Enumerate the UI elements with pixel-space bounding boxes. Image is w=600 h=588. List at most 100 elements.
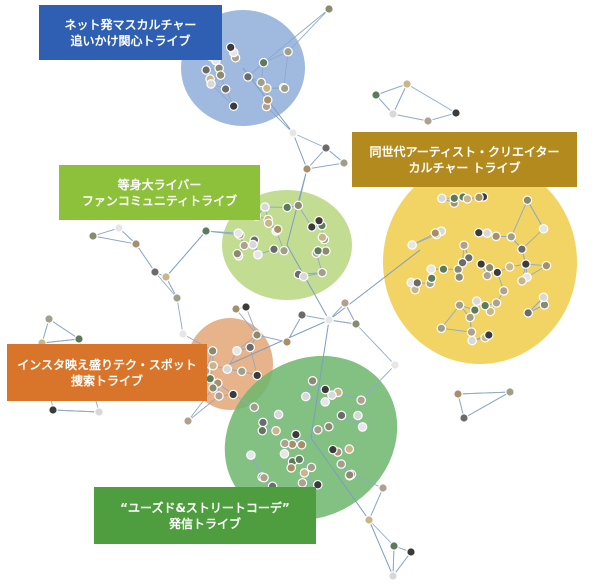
user-node [437, 193, 447, 204]
user-node [94, 407, 104, 417]
tribe-label-line: 発信トライブ [168, 516, 241, 531]
network-edge [406, 83, 457, 114]
user-node [505, 387, 515, 397]
network-edge [351, 473, 384, 489]
user-node [344, 470, 355, 480]
user-node [294, 454, 305, 465]
user-node [344, 444, 355, 454]
user-node [476, 259, 486, 269]
tribe-label-line: ファンコミュニティトライブ [81, 193, 238, 208]
user-node [317, 267, 327, 278]
network-edge [292, 132, 327, 149]
user-node [178, 329, 188, 339]
tribe-label-dousedai: 同世代アーティスト・クリエイター カルチャー トライブ [352, 132, 577, 187]
user-node [225, 42, 236, 53]
user-node [321, 246, 331, 256]
user-node [451, 108, 461, 118]
network-edge [368, 519, 395, 547]
user-node [517, 276, 527, 286]
user-node [296, 439, 307, 450]
user-node [454, 300, 465, 311]
user-node [454, 272, 465, 283]
user-node [300, 391, 311, 402]
user-node [492, 267, 503, 278]
network-edge [392, 83, 408, 115]
user-node [253, 249, 263, 260]
user-node [243, 72, 253, 82]
user-node [466, 327, 477, 337]
network-edge [52, 409, 100, 413]
user-node [280, 438, 290, 449]
network-edge [521, 228, 544, 250]
user-node [279, 449, 290, 459]
user-node [258, 417, 268, 428]
network-edge [154, 271, 178, 299]
user-node [389, 541, 399, 551]
network-edge [457, 391, 511, 395]
user-node [279, 83, 290, 94]
tribe-label-used-street: “ユーズド&ストリートコーデ” 発信トライブ [94, 487, 316, 544]
user-node [313, 246, 323, 256]
user-node [302, 164, 312, 174]
user-node [464, 252, 474, 263]
network-edge [441, 327, 472, 333]
user-node [388, 109, 398, 119]
network-edge [310, 437, 370, 521]
user-node [423, 116, 433, 126]
user-node [321, 143, 331, 153]
tribe-label-line: 捜索トライブ [70, 373, 143, 388]
network-edge [292, 132, 308, 170]
network-edge [210, 83, 234, 107]
user-node [538, 292, 549, 303]
user-node [327, 390, 337, 400]
user-node [260, 202, 270, 212]
user-node [406, 547, 416, 557]
user-node [232, 248, 243, 259]
network-edge [392, 545, 395, 577]
network-edge [249, 347, 258, 376]
network-edge [187, 387, 214, 422]
user-node [207, 346, 218, 356]
user-node [504, 262, 515, 272]
user-node [248, 239, 258, 250]
user-node [457, 257, 468, 268]
user-node [314, 215, 324, 226]
network-edge [368, 487, 384, 521]
user-node [320, 384, 331, 395]
user-node [357, 422, 368, 432]
user-node [388, 571, 398, 581]
user-node [233, 228, 244, 238]
user-node [459, 240, 469, 251]
network-edge [392, 551, 412, 577]
user-node [498, 286, 509, 296]
user-node [364, 515, 374, 525]
tribe-label-toushindai: 等身大ライバー ファンコミュニティトライブ [59, 165, 260, 220]
user-node [271, 425, 281, 436]
user-node [283, 46, 293, 57]
network-edge [286, 244, 330, 321]
user-node [438, 264, 449, 274]
tribe-label-insta: インスタ映え盛りテク・スポット 捜索トライブ [7, 344, 207, 401]
network-edge [392, 113, 429, 122]
network-edge [245, 306, 258, 336]
user-node [430, 228, 441, 238]
user-node [299, 468, 310, 478]
tribe-label-line: 同世代アーティスト・クリエイター [369, 144, 560, 159]
user-node [426, 264, 437, 274]
user-node [272, 224, 283, 235]
network-edge [328, 249, 421, 321]
user-node [467, 335, 477, 346]
user-node [371, 90, 381, 100]
user-node [317, 232, 328, 243]
user-node [282, 202, 292, 213]
user-node [328, 444, 338, 455]
user-node [351, 319, 361, 329]
user-node [201, 226, 211, 236]
user-node [74, 334, 84, 344]
network-edge [135, 243, 156, 273]
user-node [214, 391, 224, 401]
user-node [521, 259, 531, 269]
user-node [462, 194, 473, 204]
user-node [449, 193, 460, 204]
user-node [336, 459, 347, 469]
